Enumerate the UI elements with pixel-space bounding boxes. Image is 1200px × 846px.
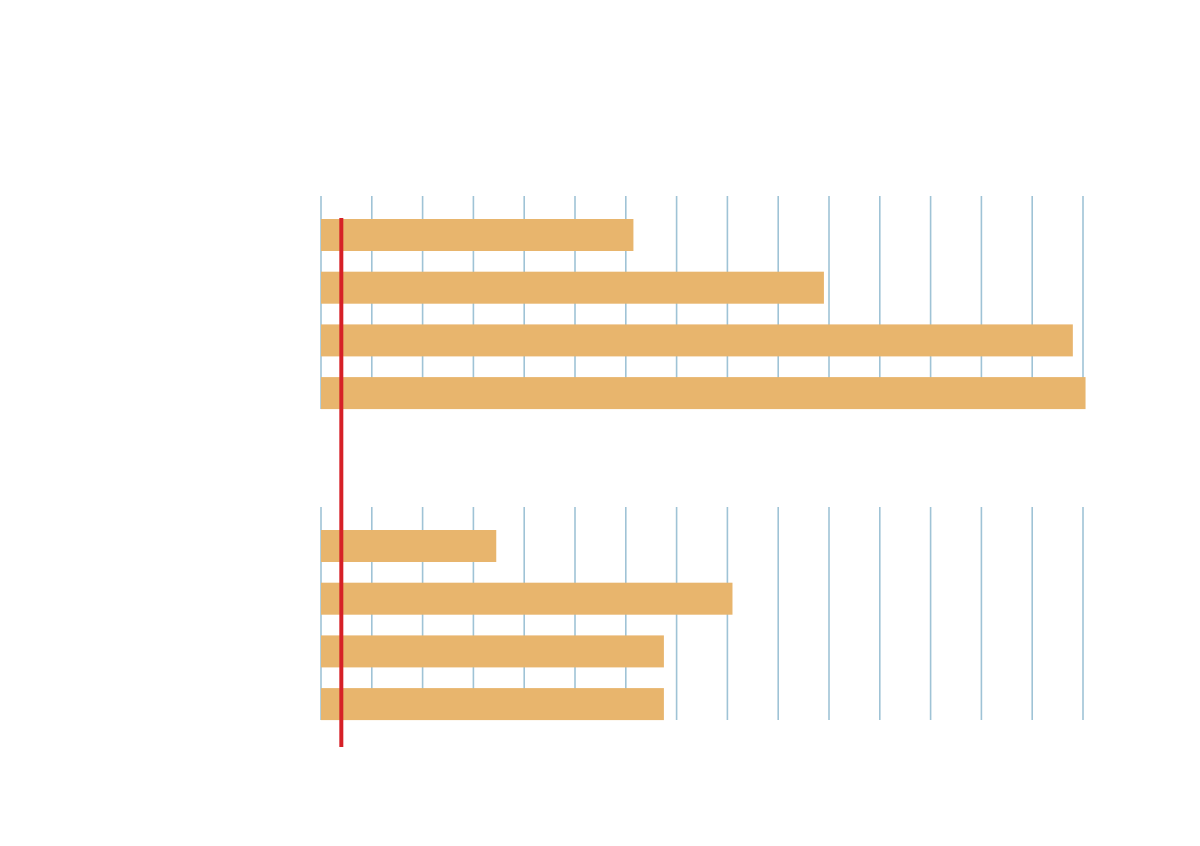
bar bbox=[321, 635, 664, 668]
bar bbox=[321, 271, 824, 304]
bar bbox=[321, 219, 634, 251]
panel-2 bbox=[320, 507, 1084, 721]
bar bbox=[321, 530, 497, 562]
bar bbox=[321, 582, 733, 615]
bar bbox=[321, 324, 1073, 357]
panel-1 bbox=[320, 196, 1086, 410]
bar bbox=[321, 377, 1086, 410]
panels-group bbox=[320, 196, 1086, 721]
bar bbox=[321, 688, 664, 721]
